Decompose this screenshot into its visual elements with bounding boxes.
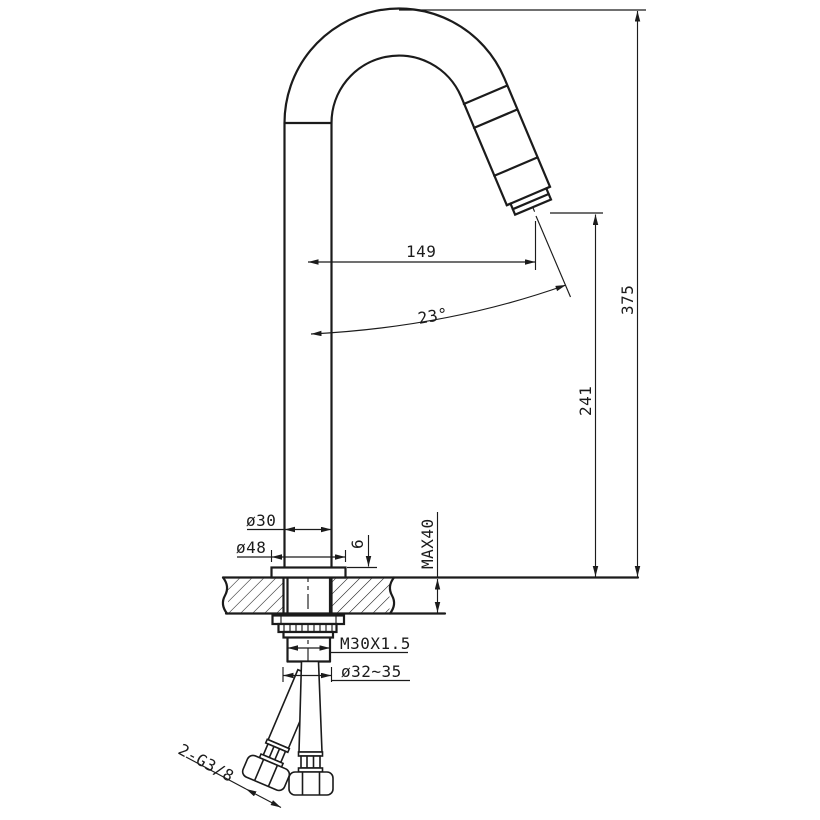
dim-supply-connections-label: 2-G3/8 bbox=[175, 740, 237, 786]
dim-body-diameter-label: ø30 bbox=[246, 511, 276, 530]
spray-head-joint-lines bbox=[283, 84, 552, 211]
base-flange bbox=[270, 566, 347, 579]
dimension-base-diameter: ø48 bbox=[236, 538, 347, 562]
countertop-section bbox=[221, 576, 640, 615]
supply-hose-right bbox=[288, 660, 334, 796]
dimension-max-counter-thickness: MAX40 bbox=[418, 512, 441, 613]
counter-break-right bbox=[388, 576, 396, 615]
locknut-assembly bbox=[271, 614, 346, 639]
counter-break-left bbox=[221, 576, 229, 615]
dimension-spout-height: 241 bbox=[550, 212, 603, 577]
dim-max-counter-thickness-label: MAX40 bbox=[418, 518, 437, 569]
dim-spout-height-label: 241 bbox=[576, 386, 595, 416]
hose-nut-right bbox=[288, 771, 334, 796]
dim-spout-reach-label: 149 bbox=[406, 242, 436, 261]
dimension-body-diameter: ø30 bbox=[246, 511, 332, 533]
hose-nut-left bbox=[241, 754, 291, 792]
dim-hole-diameter-label: ø32~35 bbox=[341, 662, 402, 681]
dimension-spout-angle: 23° bbox=[310, 215, 572, 337]
dim-base-diameter-label: ø48 bbox=[236, 538, 266, 557]
dim-spout-angle-label: 23° bbox=[416, 304, 449, 328]
dim-overall-height-label: 375 bbox=[618, 285, 637, 315]
dimension-spout-reach: 149 bbox=[308, 221, 537, 270]
dimension-base-height: 6 bbox=[347, 535, 377, 569]
countertop-hatch-right bbox=[332, 578, 390, 613]
dim-base-height-label: 6 bbox=[348, 539, 367, 549]
dimension-hole-diameter: ø32~35 bbox=[282, 662, 410, 682]
dim-mounting-thread-label: M30X1.5 bbox=[340, 634, 411, 653]
dimension-mounting-thread: M30X1.5 bbox=[287, 634, 411, 654]
faucet-spout-body bbox=[283, 7, 553, 568]
dimension-overall-height: 375 bbox=[399, 9, 646, 577]
serration-teeth bbox=[283, 624, 333, 632]
countertop-hatch-left bbox=[228, 578, 283, 613]
